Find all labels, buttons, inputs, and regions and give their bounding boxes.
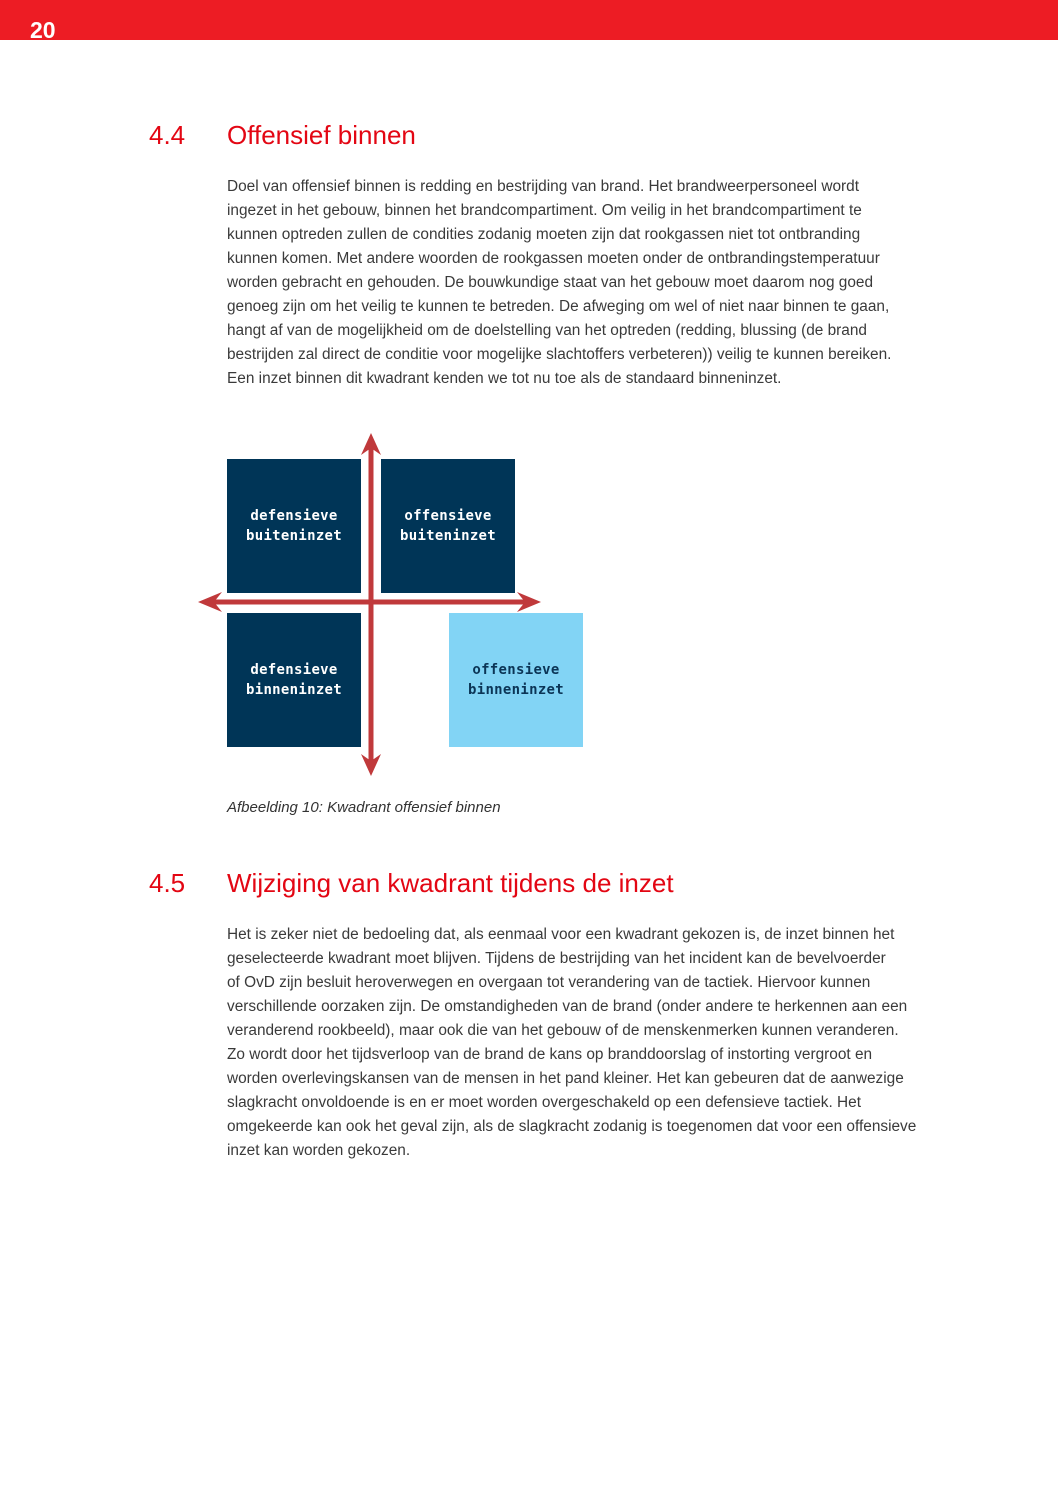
quadrant-diagram: defensieve buiteninzet offensieve buiten…: [190, 425, 590, 785]
text-line: kunnen komen. Met andere woorden de rook…: [227, 250, 880, 267]
text-line: hangt af van de mogelijkheid om de doels…: [227, 322, 867, 339]
axis-arrows-icon: [198, 433, 541, 776]
header-bar: [0, 0, 1058, 40]
section-4-4-paragraph: Doel van offensief binnen is redding en …: [227, 175, 967, 391]
text-line: veranderend rookbeeld), maar ook die van…: [227, 1022, 899, 1039]
quadrant-offensive-inside-highlighted: offensieve binneninzet: [449, 613, 583, 747]
text-line: Doel van offensief binnen is redding en …: [227, 178, 859, 195]
quadrant-label-line1: offensieve: [404, 508, 492, 524]
text-line: verschillende oorzaken zijn. De omstandi…: [227, 998, 908, 1015]
section-4-5-number: 4.5: [149, 868, 186, 898]
text-line: Zo wordt door het tijdsverloop van de br…: [227, 1046, 873, 1063]
section-4-4-title: Offensief binnen: [227, 120, 416, 150]
text-line: inzet kan worden gekozen.: [227, 1142, 411, 1159]
section-4-5-title: Wijziging van kwadrant tijdens de inzet: [227, 868, 674, 898]
text-line: genoeg zijn om het veilig te kunnen te b…: [227, 298, 890, 315]
figure-caption: Afbeelding 10: Kwadrant offensief binnen: [227, 799, 501, 816]
quadrant-offensive-outside: offensieve buiteninzet: [381, 459, 515, 593]
text-line: slagkracht onvoldoende is en er moet wor…: [227, 1094, 861, 1111]
text-line: Een inzet binnen dit kwadrant kenden we …: [227, 370, 782, 387]
quadrant-defensive-inside: defensieve binneninzet: [227, 613, 361, 747]
quadrant-label-line2: buiteninzet: [245, 528, 343, 544]
quadrant-label-line2: binneninzet: [467, 682, 565, 698]
quadrant-label-line1: offensieve: [472, 662, 560, 678]
text-line: bestrijden zal direct de conditie voor m…: [227, 346, 892, 363]
text-line: geselecteerde kwadrant moet blijven. Tij…: [227, 950, 886, 967]
text-line: worden overlevingskansen van de mensen i…: [227, 1070, 904, 1087]
page-number: 20: [30, 17, 56, 43]
quadrant-label-line1: defensieve: [250, 508, 338, 524]
text-line: worden gebracht en gehouden. De bouwkund…: [227, 274, 874, 291]
section-4-4-number: 4.4: [149, 120, 186, 150]
text-line: of OvD zijn besluit heroverwegen en over…: [227, 974, 871, 991]
section-4-5-paragraph: Het is zeker niet de bedoeling dat, als …: [227, 923, 967, 1163]
text-line: ingezet in het gebouw, binnen het brandc…: [227, 202, 862, 219]
quadrant-label-line1: defensieve: [250, 662, 338, 678]
text-line: Het is zeker niet de bedoeling dat, als …: [227, 926, 895, 943]
quadrant-label-line2: binneninzet: [245, 682, 343, 698]
text-line: kunnen optreden zullen de condities zoda…: [227, 226, 861, 243]
quadrant-defensive-outside: defensieve buiteninzet: [227, 459, 361, 593]
text-line: omgekeerde kan ook het geval zijn, als d…: [227, 1118, 917, 1135]
quadrant-label-line2: buiteninzet: [399, 528, 497, 544]
